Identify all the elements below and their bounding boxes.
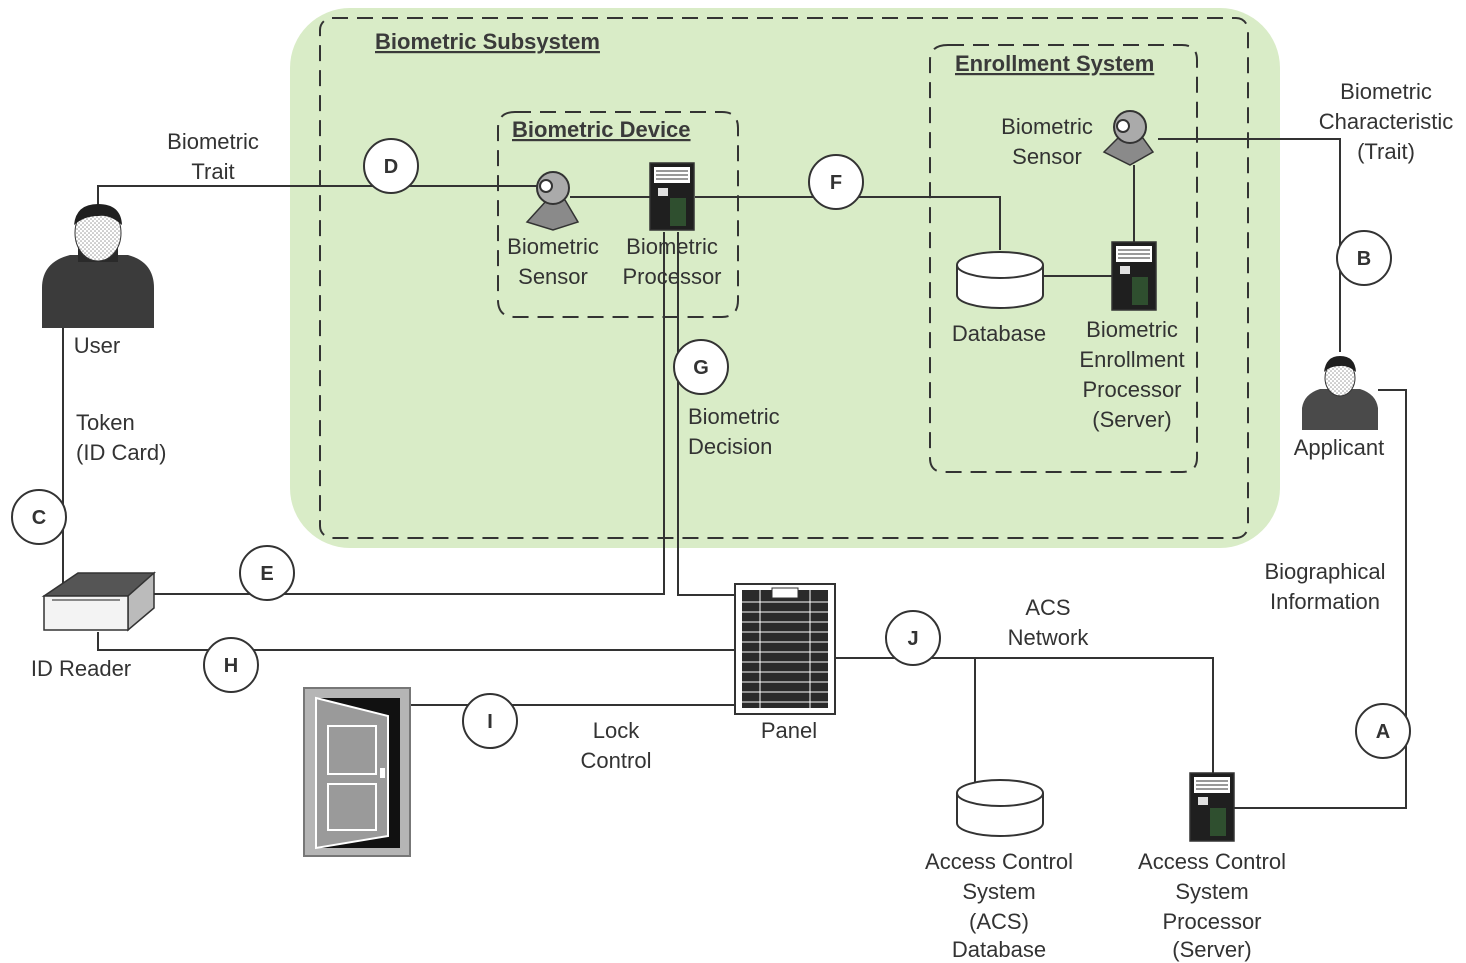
biometric-subsystem-title: Biometric Subsystem [375,29,600,54]
svg-text:E: E [260,563,273,585]
svg-text:B: B [1357,248,1371,270]
door-icon [303,687,411,857]
marker-a: A [1355,703,1411,759]
connection-lines [62,138,1407,809]
applicant-icon [1302,356,1378,430]
svg-text:G: G [693,357,709,379]
svg-text:I: I [487,711,493,733]
label-database-enrollment: Database [952,321,1046,346]
biometric-subsystem-boundary [319,17,1249,539]
svg-text:J: J [907,628,918,650]
svg-text:H: H [224,655,238,677]
acs-database-icon [956,779,1044,837]
marker-g: G [673,339,729,395]
user-icon [42,204,154,328]
label-token: Token(ID Card) [76,410,166,465]
svg-text:C: C [32,507,46,529]
enrollment-database-icon [956,251,1044,309]
biometric-device-boundary [497,111,739,318]
marker-h: H [203,637,259,693]
marker-d: D [363,138,419,194]
panel-icon [734,583,836,715]
label-user: User [74,333,120,358]
svg-text:D: D [384,156,398,178]
svg-text:A: A [1376,721,1390,743]
biometric-device-title: Biometric Device [512,117,691,142]
svg-text:F: F [830,172,842,194]
marker-f: F [808,154,864,210]
marker-e: E [239,545,295,601]
marker-c: C [11,489,67,545]
label-panel: Panel [761,718,817,743]
marker-j: J [885,610,941,666]
biometric-subsystem-region [290,8,1280,548]
enrollment-processor-icon [1111,241,1157,311]
marker-i: I [462,693,518,749]
biometric-sensor-device-icon [525,171,580,231]
enrollment-system-title: Enrollment System [955,51,1154,76]
id-reader-icon [41,571,156,632]
acs-processor-icon [1189,772,1235,842]
label-id-reader: ID Reader [31,656,131,681]
enrollment-system-boundary [929,44,1198,473]
biometric-processor-icon [649,162,695,231]
marker-b: B [1336,230,1392,286]
biometric-sensor-enrollment-icon [1102,110,1155,166]
label-applicant: Applicant [1294,435,1385,460]
